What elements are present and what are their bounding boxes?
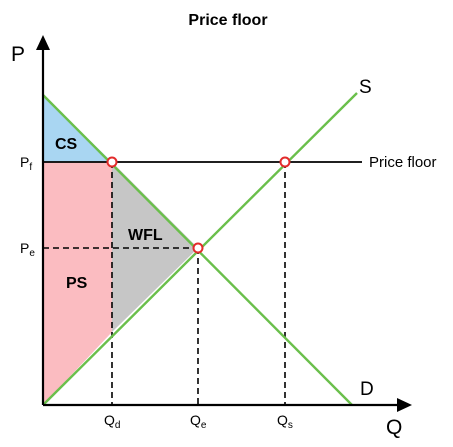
equilibrium-marker [192, 242, 204, 254]
demand-label: D [360, 379, 374, 400]
producer-surplus-area [43, 162, 112, 405]
qe-tick-label: Qe [190, 412, 207, 431]
qd-tick-label: Qd [104, 412, 120, 431]
qd-tick-sub: d [115, 420, 121, 431]
qs-tick-main: Q [277, 412, 288, 428]
pe-tick-sub: e [29, 248, 35, 259]
x-axis-label: Q [386, 416, 402, 439]
x-axis-arrowhead [397, 398, 412, 412]
ps-label: PS [66, 275, 88, 292]
diagram-title: Price floor [188, 12, 267, 29]
pf-tick-label: Pf [20, 154, 32, 173]
qs-intersection-marker [279, 156, 291, 168]
qe-tick-main: Q [190, 412, 201, 428]
pf-tick-main: P [20, 154, 29, 170]
qs-tick-label: Qs [277, 412, 293, 431]
pe-tick-main: P [20, 240, 29, 256]
cs-label: CS [55, 136, 78, 153]
qd-tick-main: Q [104, 412, 115, 428]
qs-tick-sub: s [288, 420, 293, 431]
pf-tick-sub: f [29, 162, 32, 173]
pe-tick-label: Pe [20, 240, 35, 259]
supply-label: S [359, 77, 372, 98]
price-floor-label: Price floor [369, 154, 437, 171]
qd-intersection-marker [106, 156, 118, 168]
y-axis-label: P [11, 43, 25, 66]
qe-tick-sub: e [201, 420, 207, 431]
welfare-loss-area [112, 162, 198, 332]
y-axis-arrowhead [36, 35, 50, 50]
wfl-label: WFL [128, 227, 163, 244]
